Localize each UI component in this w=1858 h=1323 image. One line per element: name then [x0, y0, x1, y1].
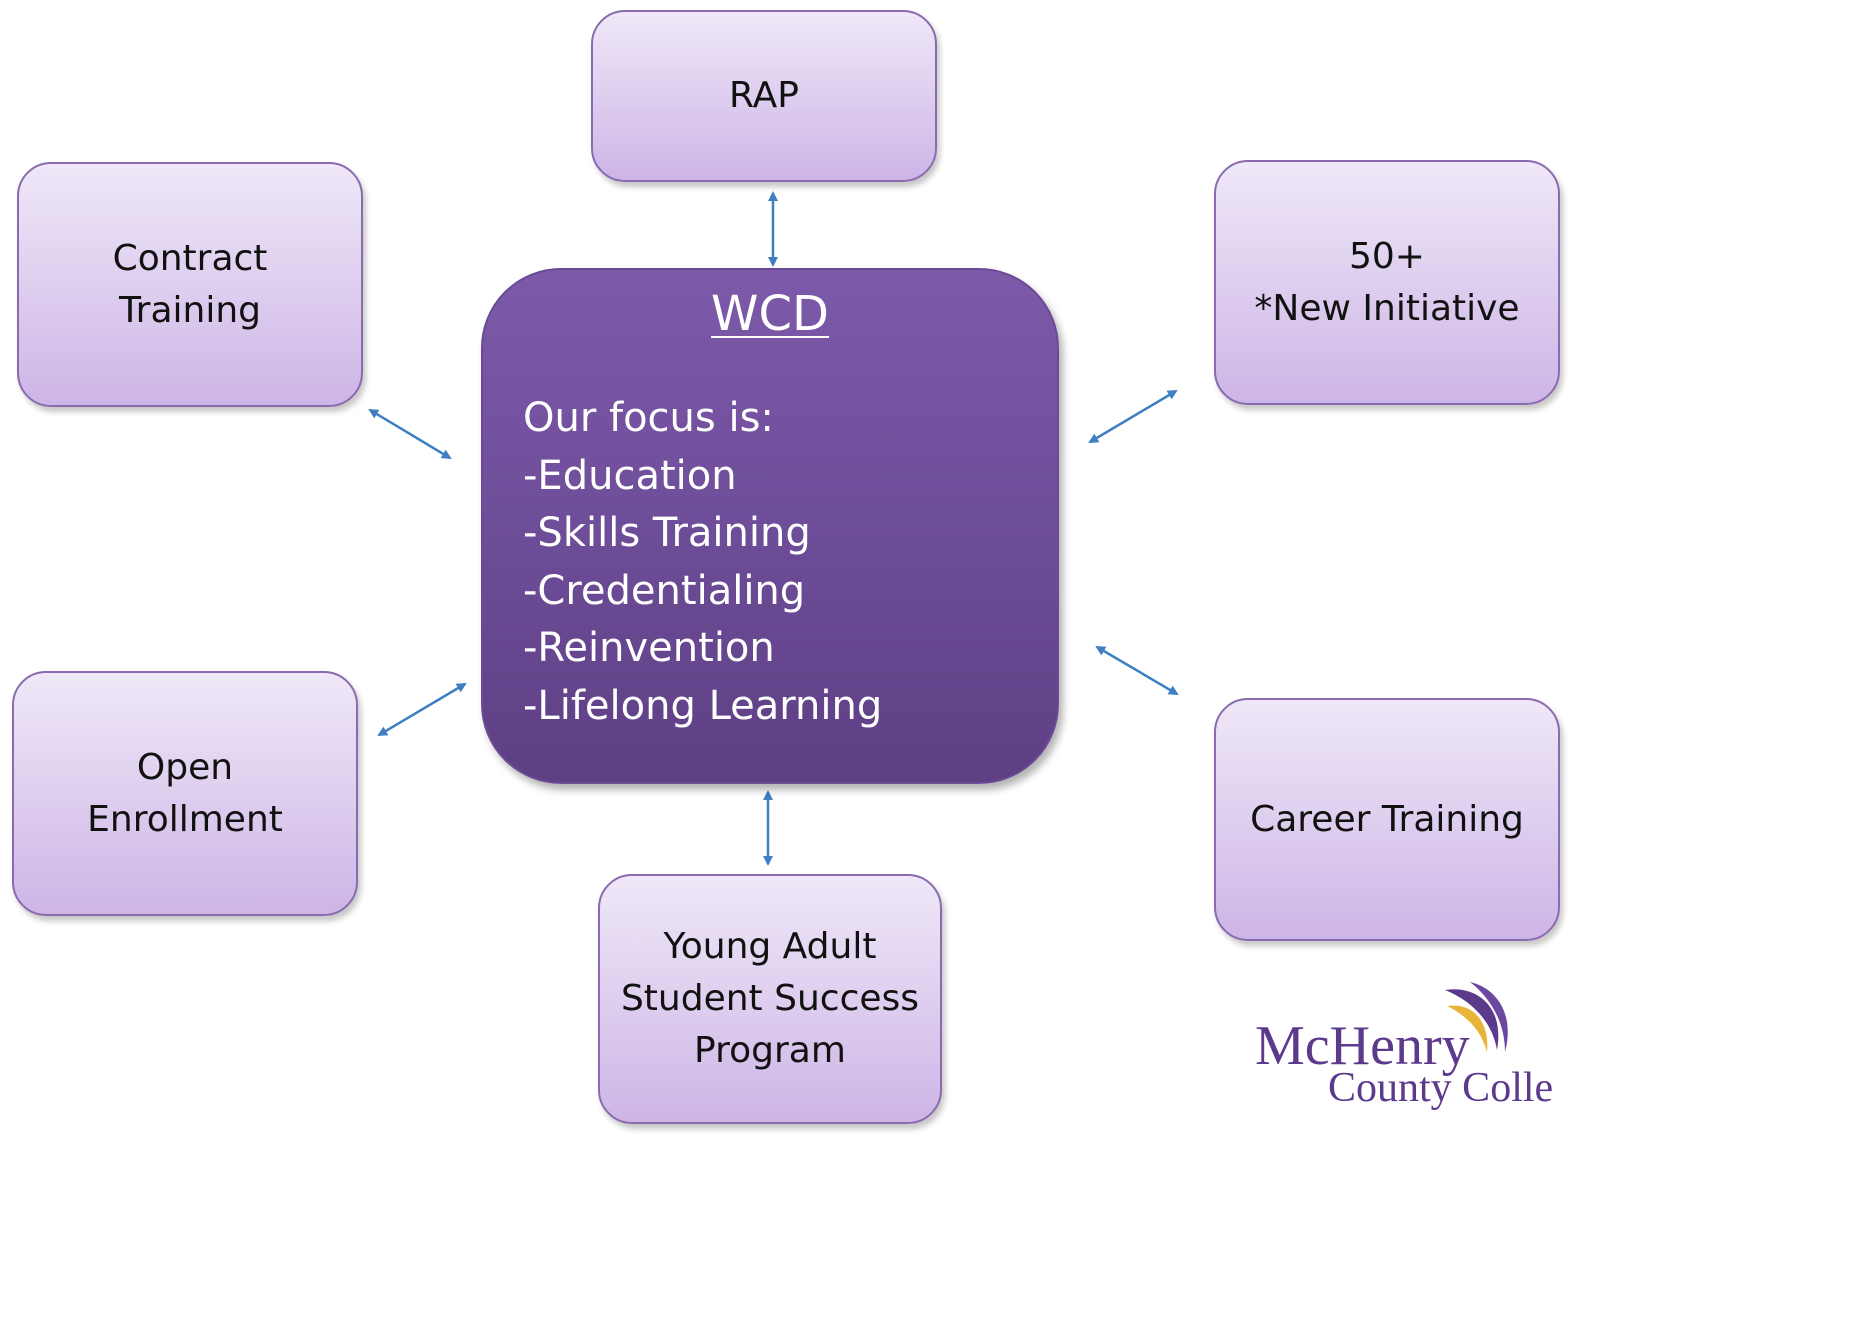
node-young-adult: Young Adult Student Success Program — [598, 874, 942, 1124]
focus-intro: Our focus is: — [523, 395, 774, 441]
node-contract-training-label: Contract Training — [112, 237, 268, 331]
node-career-training: Career Training — [1214, 698, 1560, 941]
node-rap: RAP — [591, 10, 937, 182]
node-fifty-plus: 50+ *New Initiative — [1214, 160, 1560, 405]
focus-item: -Lifelong Learning — [523, 682, 883, 729]
focus-item: -Skills Training — [523, 510, 811, 556]
node-contract-training: Contract Training — [17, 162, 363, 407]
arrow-fifty — [1088, 389, 1178, 444]
node-fifty-plus-label: 50+ *New Initiative — [1254, 235, 1520, 329]
focus-item: -Credentialing — [523, 567, 806, 614]
logo-text-line2: County Colle — [1328, 1065, 1554, 1111]
center-title: WCD — [711, 286, 829, 342]
node-career-training-label: Career Training — [1250, 798, 1524, 840]
node-rap-label: RAP — [729, 75, 799, 116]
logo-swoosh-icon — [1445, 982, 1508, 1052]
arrow-career — [1095, 645, 1179, 696]
arrow-contract — [368, 408, 452, 460]
college-logo: McHenry County Colle — [1245, 980, 1568, 1117]
node-young-adult-label: Young Adult Student Success Program — [620, 926, 920, 1071]
focus-item: -Education — [523, 452, 737, 499]
connector-arrows — [368, 191, 1179, 866]
focus-item: -Reinvention — [523, 625, 775, 671]
node-open-enrollment-label: Open Enrollment — [87, 746, 283, 840]
arrow-open — [377, 682, 467, 737]
focus-list: Our focus is: -Education -Skills Trainin… — [523, 390, 882, 735]
logo-text-line1: McHenry — [1255, 1015, 1470, 1077]
node-open-enrollment: Open Enrollment — [12, 671, 358, 916]
center-node-wcd: WCD Our focus is: -Education -Skills Tra… — [481, 268, 1059, 784]
